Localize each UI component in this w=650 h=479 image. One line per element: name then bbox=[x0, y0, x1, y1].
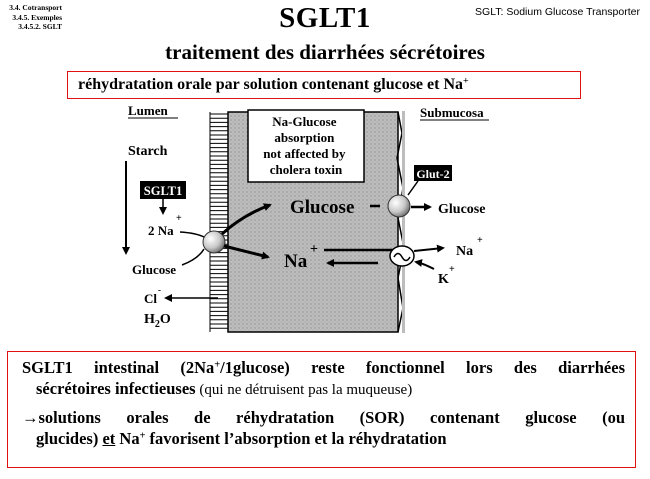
sglt1-transporter bbox=[202, 230, 226, 254]
breadcrumb-item: 3.4.5.2. SGLT bbox=[18, 22, 62, 31]
note-line: not affected by bbox=[263, 146, 346, 161]
conclusion-line-4: glucides) et Na+ favorisent l’absorption… bbox=[36, 429, 447, 448]
highlight-box: réhydratation orale par solution contena… bbox=[67, 71, 581, 99]
svg-text:Na-Glucose absorption: Na-Glucose absorption not affected by ch… bbox=[263, 114, 349, 177]
glut2-tag bbox=[414, 165, 452, 181]
page-title: SGLT1 bbox=[279, 2, 371, 34]
basolateral-membrane bbox=[396, 111, 405, 333]
sglt1-label: SGLT1 bbox=[144, 184, 182, 198]
conclusion-line-2: sécrétoires infectieuses (qui ne détruis… bbox=[36, 379, 413, 398]
pump-wave-icon bbox=[393, 252, 411, 262]
two-na-label: 2 Na bbox=[148, 223, 174, 238]
glucose-submucosa-label: Glucose bbox=[438, 202, 485, 217]
conclusion-line-3: →solutions orales de réhydratation (SOR)… bbox=[22, 408, 625, 427]
cl-label: Cl bbox=[144, 291, 157, 306]
lumen-label: Lumen bbox=[128, 103, 169, 118]
brush-border bbox=[209, 112, 228, 332]
breadcrumb: 3.4. Cotransport 3.4.5. Exemples 3.4.5.2… bbox=[4, 3, 62, 32]
svg-text:+: + bbox=[449, 264, 455, 275]
sglt1-tag bbox=[140, 181, 186, 199]
k-label: K bbox=[438, 272, 449, 287]
glucose-lumen-label: Glucose bbox=[132, 262, 176, 277]
note-line: absorption bbox=[274, 130, 335, 145]
svg-text:-: - bbox=[158, 285, 161, 295]
svg-text:+: + bbox=[477, 235, 483, 246]
glucose-cell-label: Glucose bbox=[290, 197, 354, 218]
highlight-text: réhydratation orale par solution contena… bbox=[78, 76, 464, 93]
breadcrumb-item: 3.4.5. Exemples bbox=[12, 12, 62, 22]
glut2-transporter bbox=[387, 194, 411, 218]
highlight-sup: + bbox=[463, 75, 469, 87]
arrow-icon: → bbox=[22, 408, 39, 427]
note-line: cholera toxin bbox=[270, 162, 343, 177]
starch-label: Starch bbox=[128, 144, 168, 159]
na-submucosa-label: Na bbox=[456, 244, 473, 259]
cholera-note-box bbox=[247, 109, 365, 183]
conclusion-box: SGLT1 intestinal (2Na+/1glucose) reste f… bbox=[7, 351, 636, 468]
h2o-label: H2O bbox=[144, 312, 171, 330]
svg-text:+: + bbox=[176, 213, 182, 224]
note-line: Na-Glucose bbox=[272, 114, 337, 129]
submucosa-label: Submucosa bbox=[420, 105, 484, 120]
page-subtitle: traitement des diarrhées sécrétoires bbox=[165, 40, 485, 64]
breadcrumb-item: 3.4. Cotransport bbox=[9, 3, 62, 12]
svg-text:+: + bbox=[310, 242, 318, 257]
conclusion-line-1: SGLT1 intestinal (2Na+/1glucose) reste f… bbox=[22, 358, 625, 377]
sglt1-diagram: Lumen Submucosa Na-Glucose absorption no… bbox=[122, 103, 489, 333]
na-cell-label: Na bbox=[284, 251, 308, 272]
glut2-label: Glut-2 bbox=[416, 167, 449, 181]
abbreviation-note: SGLT: Sodium Glucose Transporter bbox=[475, 6, 640, 18]
